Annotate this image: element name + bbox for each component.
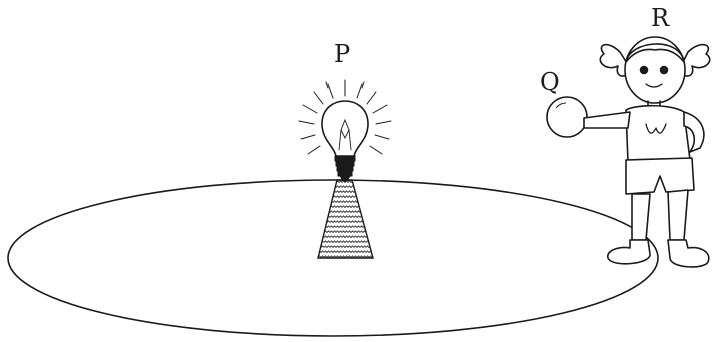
orbit-ellipse (7, 179, 659, 337)
lamp-label: P (334, 40, 351, 68)
lamp-stand (317, 179, 374, 259)
ball (546, 96, 588, 138)
ball-label: Q (540, 68, 560, 96)
girl-label: R (651, 4, 670, 32)
bulb-icon (298, 79, 392, 182)
girl-figure (583, 36, 711, 268)
